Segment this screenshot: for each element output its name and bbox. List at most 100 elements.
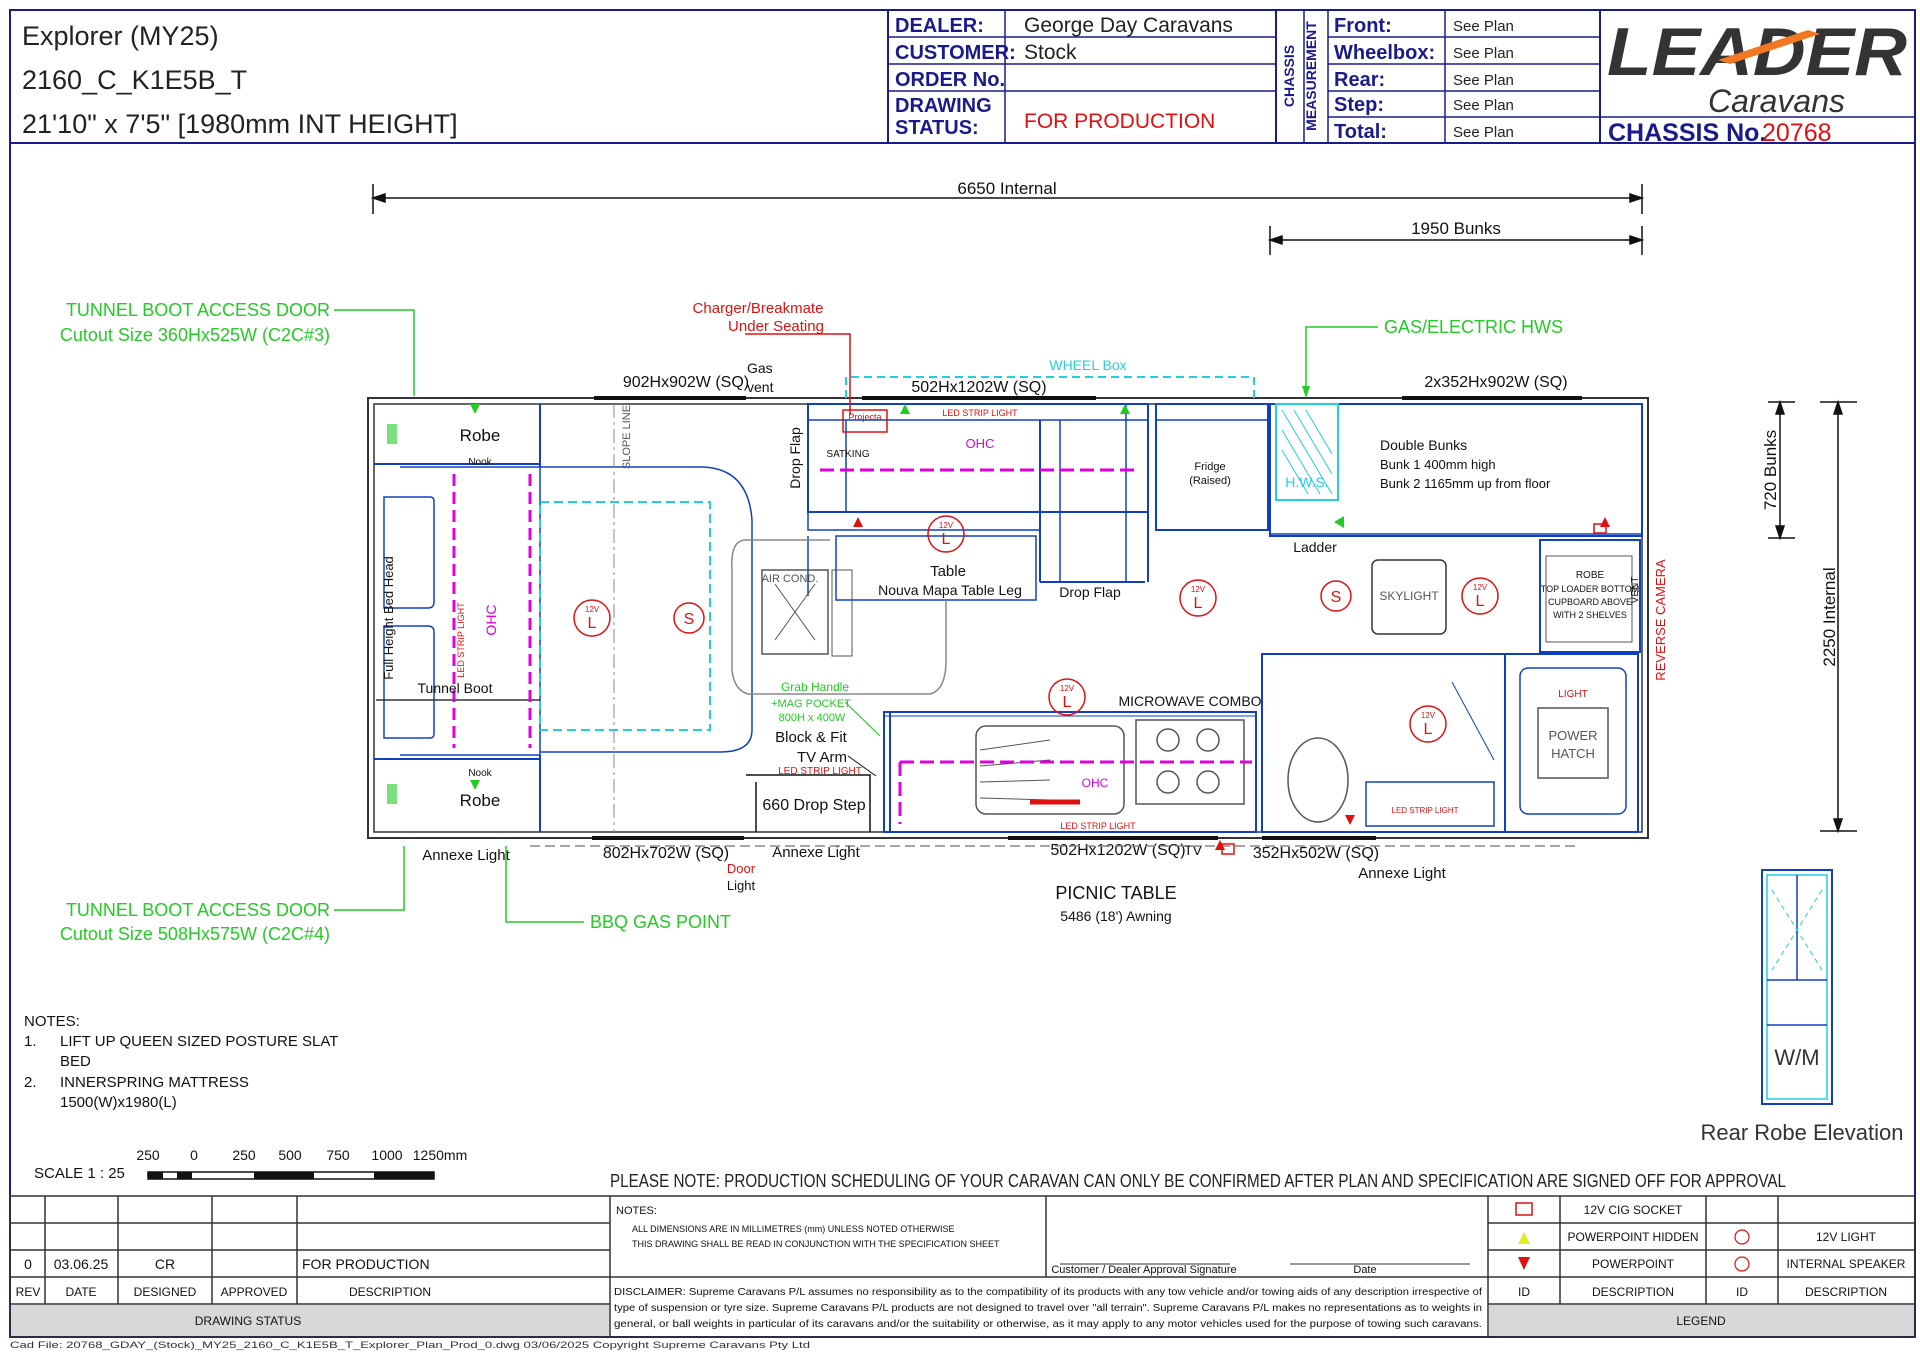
tv-arm-label: TV Arm bbox=[797, 749, 847, 766]
awning-label: 5486 (18') Awning bbox=[1060, 908, 1171, 924]
legend-powerpoint-icon bbox=[1518, 1257, 1530, 1270]
fridge-label-1: Fridge bbox=[1194, 461, 1225, 473]
light-12v-1: 12V bbox=[585, 605, 600, 614]
logo-orange-stripe bbox=[1718, 30, 1820, 64]
dealer-label: DEALER: bbox=[895, 15, 984, 37]
dimension-internal-length bbox=[370, 184, 1645, 214]
slope-line-label: SLOPE LINE bbox=[621, 405, 633, 469]
cig-socket-icon bbox=[1593, 523, 1607, 534]
robe-right-label-3: CUPBOARD ABOVE bbox=[1548, 597, 1632, 607]
satking-label: SATKING bbox=[826, 449, 869, 460]
tunnel-bottom-label-1: TUNNEL BOOT ACCESS DOOR bbox=[66, 900, 330, 920]
tunnel-bottom-leader bbox=[334, 846, 405, 911]
charger-label-2: Under Seating bbox=[728, 318, 824, 335]
speaker-s-1: S bbox=[684, 611, 695, 628]
bbq-gas-label: BBQ GAS POINT bbox=[590, 912, 731, 932]
scale-tick-1: 0 bbox=[190, 1147, 198, 1163]
model-code: 2160_C_K1E5B_T bbox=[22, 65, 247, 95]
robe-bottom-label: Robe bbox=[460, 791, 501, 810]
bedroom bbox=[374, 404, 753, 832]
drawing-status-bar bbox=[11, 1305, 609, 1336]
legend-cig-socket-icon bbox=[1515, 1202, 1533, 1216]
title-block bbox=[9, 1195, 1916, 1338]
dim-bunks-720-label: 720 Bunks bbox=[1761, 430, 1780, 510]
note-2-line-1: INNERSPRING MATTRESS bbox=[60, 1074, 249, 1091]
measure-wheelbox-label: Wheelbox: bbox=[1334, 42, 1435, 64]
ohc-bedroom-label: OHC bbox=[483, 604, 499, 635]
legend-id-header-1: ID bbox=[1518, 1285, 1530, 1299]
light-icon bbox=[1461, 577, 1499, 615]
approval-signature-label: Customer / Dealer Approval Signature bbox=[1051, 1264, 1236, 1276]
legend-powerpoint-hidden-icon bbox=[1518, 1232, 1530, 1244]
window-352-label: 2x352Hx902W (SQ) bbox=[1424, 374, 1567, 391]
dim-bunks-label: 1950 Bunks bbox=[1411, 219, 1501, 238]
picnic-table-label: PICNIC TABLE bbox=[1055, 883, 1176, 903]
legend-powerpoint-hidden: POWERPOINT HIDDEN bbox=[1567, 1230, 1698, 1244]
block-fit-label: Block & Fit bbox=[775, 729, 848, 746]
scale-tick-5: 1000 bbox=[371, 1147, 402, 1163]
table-label: Table bbox=[930, 563, 966, 580]
logo-sub-text: Caravans bbox=[1708, 83, 1845, 119]
scale-tick-4: 750 bbox=[326, 1147, 350, 1163]
measure-step-label: Step: bbox=[1334, 94, 1384, 116]
powerpoint-hidden-icon bbox=[1334, 516, 1344, 528]
gas-vent-label-1: Gas bbox=[747, 360, 773, 376]
speaker-icon bbox=[1320, 580, 1352, 612]
powerpoint-hidden-icon bbox=[1120, 404, 1130, 414]
drop-step-label: 660 Drop Step bbox=[762, 797, 865, 814]
tunnel-boot-label: Tunnel Boot bbox=[418, 680, 493, 696]
description-header: DESCRIPTION bbox=[349, 1285, 431, 1299]
legend-12v-light: 12V LIGHT bbox=[1816, 1230, 1877, 1244]
gas-vent-label-2: vent bbox=[747, 379, 774, 395]
rear-robe-elevation bbox=[1761, 869, 1833, 1105]
robe-right-label-4: WITH 2 SHELVES bbox=[1553, 610, 1627, 620]
light-icon bbox=[1409, 705, 1447, 743]
dimension-bunks bbox=[1267, 226, 1645, 255]
robe-right-label-2: TOP LOADER BOTTOM bbox=[1541, 584, 1640, 594]
air-cond-label: AIR COND. bbox=[762, 573, 819, 585]
wheel-box bbox=[845, 376, 1255, 398]
annexe-light-mid-label: Annexe Light bbox=[772, 844, 860, 861]
double-bunks-label: Double Bunks bbox=[1380, 437, 1467, 453]
projecta-label: Projecta bbox=[848, 412, 881, 422]
projecta-box bbox=[842, 409, 888, 433]
drop-flap-mid-label: Drop Flap bbox=[1059, 584, 1121, 600]
nook-top-label: Nook bbox=[468, 457, 492, 468]
grab-handle-label-2: +MAG POCKET bbox=[771, 698, 851, 710]
tunnel-bottom-label-2: Cutout Size 508Hx575W (C2C#4) bbox=[60, 924, 330, 944]
light-l-1: L bbox=[588, 615, 597, 632]
skylight-label: SKYLIGHT bbox=[1379, 589, 1439, 603]
full-height-bed-head-label: Full Height Bed Head bbox=[381, 556, 396, 680]
customer-label: CUSTOMER: bbox=[895, 42, 1016, 64]
please-note: PLEASE NOTE: PRODUCTION SCHEDULING OF YO… bbox=[610, 1171, 1786, 1191]
drawing-status-label: DRAWING STATUS bbox=[195, 1314, 301, 1328]
gas-electric-label: GAS/ELECTRIC HWS bbox=[1384, 317, 1563, 337]
grab-handle-label-3: 800H x 400W bbox=[779, 712, 846, 724]
drop-flap-top-label: Drop Flap bbox=[787, 427, 803, 489]
dim-internal-length-label: 6650 Internal bbox=[957, 179, 1056, 198]
grab-handle-label-1: Grab Handle bbox=[781, 680, 849, 694]
scale-bar: SCALE 1 : 25 250 0 250 500 750 1000 1250… bbox=[34, 1147, 467, 1182]
light-12v-5: 12V bbox=[1060, 684, 1075, 693]
grab-handle-leader bbox=[844, 701, 881, 737]
fridge-label-2: (Raised) bbox=[1189, 475, 1231, 487]
chassis-no-label: CHASSIS No. bbox=[1608, 119, 1766, 147]
window-802-label: 802Hx702W (SQ) bbox=[603, 845, 729, 862]
light-label: LIGHT bbox=[1558, 689, 1587, 700]
annexe-light-right-label: Annexe Light bbox=[1358, 865, 1446, 882]
measure-total-value: See Plan bbox=[1453, 124, 1514, 141]
date-header: DATE bbox=[65, 1285, 96, 1299]
door-light-label-1: Door bbox=[727, 861, 756, 876]
powerpoint-hidden-icon bbox=[470, 780, 480, 790]
rev-value: 0 bbox=[24, 1256, 32, 1272]
robe-top-label: Robe bbox=[460, 426, 501, 445]
powerpoint-symbols bbox=[387, 404, 1610, 855]
light-12v-labels: 12V 12V 12V 12V 12V 12V bbox=[585, 521, 1488, 720]
bunk2-label: Bunk 2 1165mm up from floor bbox=[1380, 476, 1551, 491]
order-label: ORDER No. bbox=[895, 69, 1005, 91]
rear-robe-label: Rear Robe Elevation bbox=[1700, 1120, 1903, 1145]
scale-tick-6: 1250mm bbox=[413, 1147, 467, 1163]
status-label-1: DRAWING bbox=[895, 95, 992, 117]
door-light-label-2: Light bbox=[727, 878, 756, 893]
